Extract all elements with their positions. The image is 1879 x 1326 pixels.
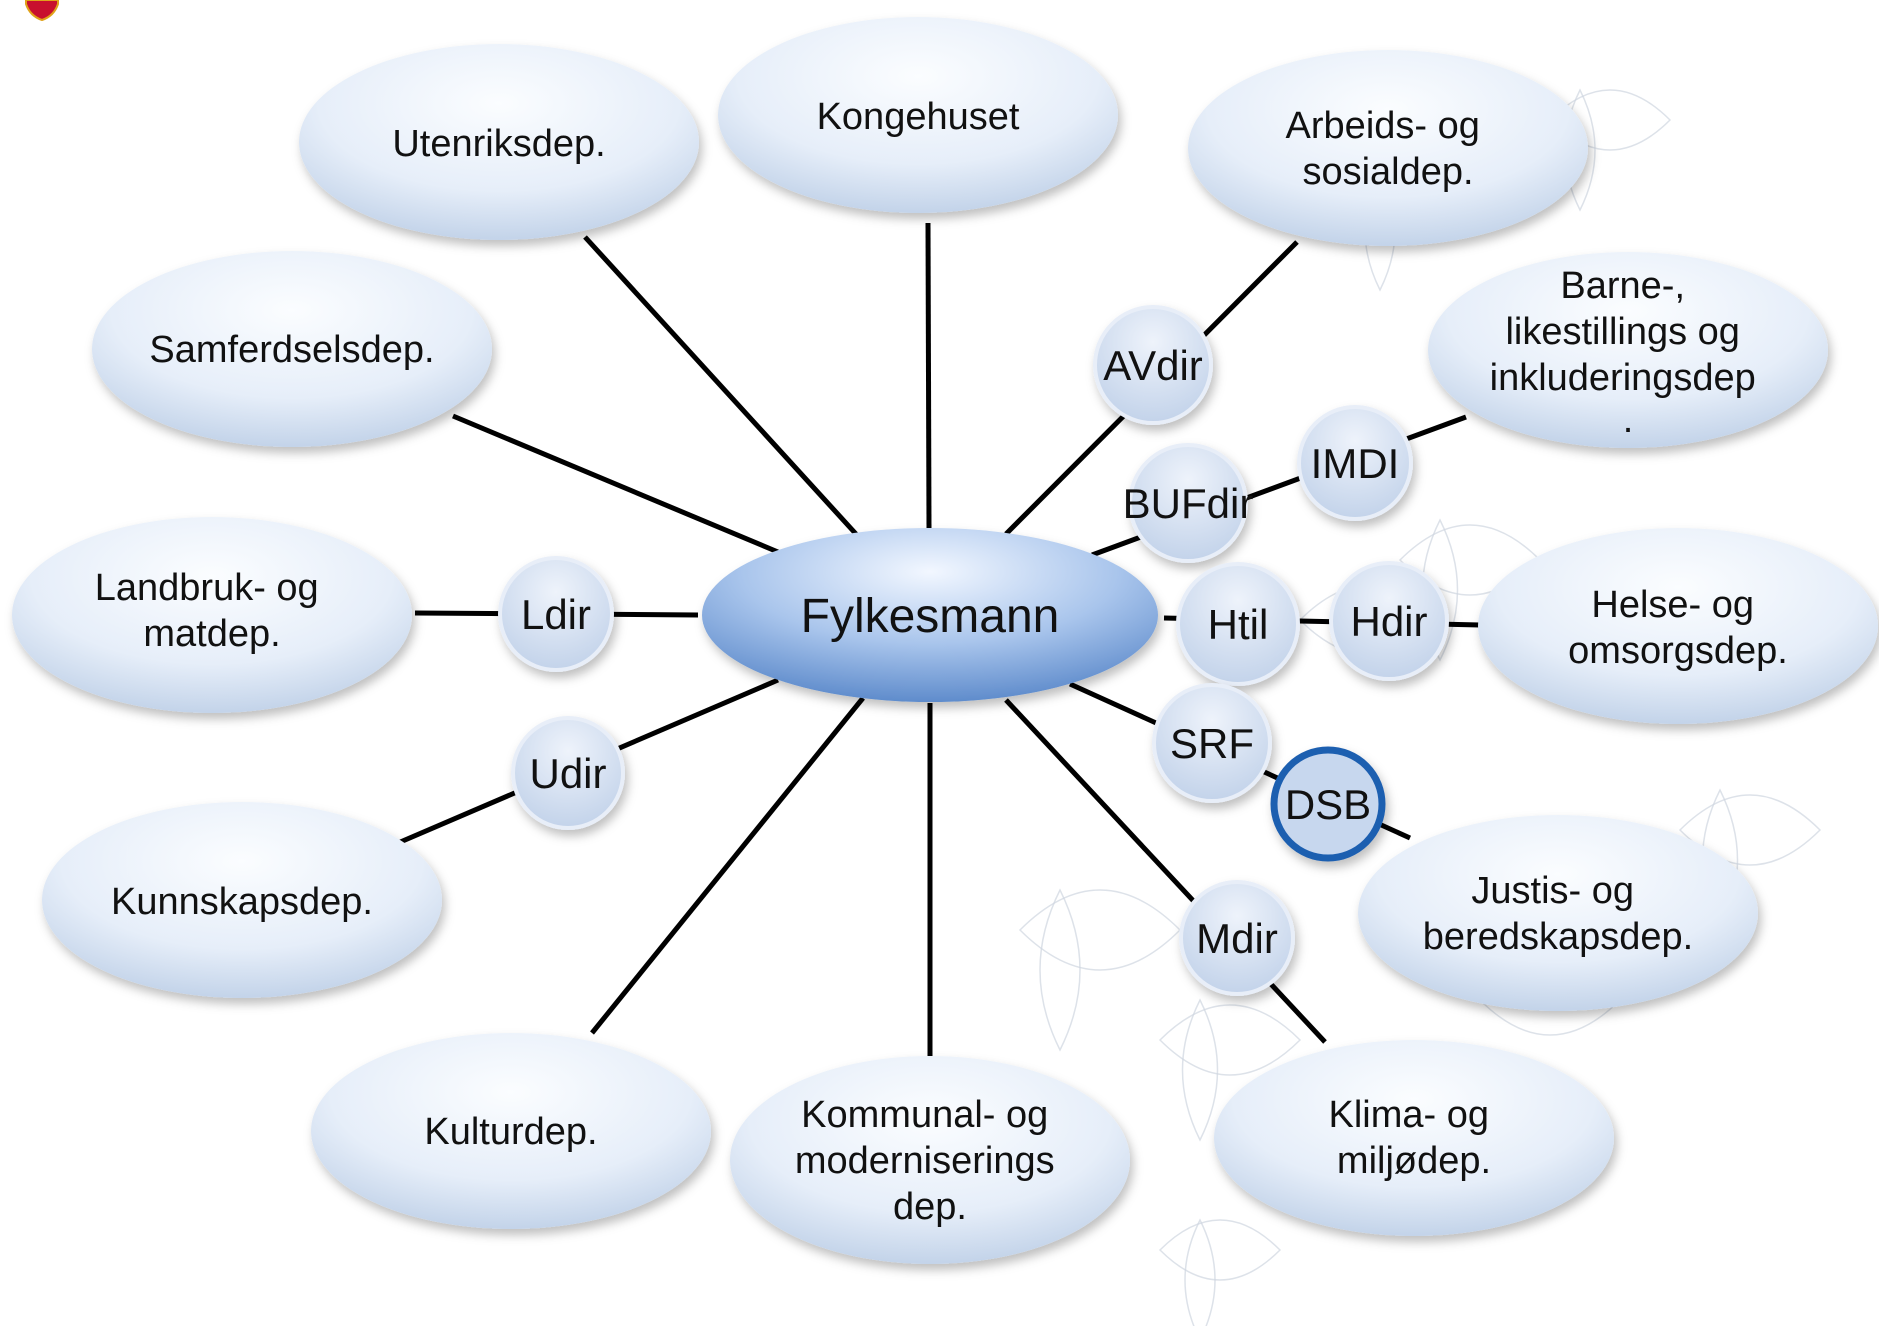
directorate-label: BUFdir xyxy=(1123,480,1254,527)
department-ellipse-helse-og-omsorgsdep[interactable]: Helse- og omsorgsdep. xyxy=(1478,528,1878,724)
directorate-node-avdir[interactable]: AVdir xyxy=(1093,305,1213,425)
svg-text:Justis- og beredskapsdep: Justis- og beredskapsdep. xyxy=(1423,870,1693,958)
department-ellipse-barne-likestillings-og-inkluderingsdep[interactable]: Barne-, likestillings og inkluderingsdep… xyxy=(1428,252,1828,448)
department-label-line: Klima- og xyxy=(1328,1094,1489,1136)
department-label-line: Kommunal- og xyxy=(801,1094,1048,1136)
svg-text:Klima- og miljødep.: Klima- og miljødep. xyxy=(1328,1094,1499,1182)
department-label-line: omsorgsdep. xyxy=(1568,630,1788,672)
department-label-line: likestillings og xyxy=(1505,311,1739,353)
department-label-line: Utenriksdep. xyxy=(392,123,605,165)
svg-text:Kunnskapsdep.: Kunnskapsdep. xyxy=(111,881,373,923)
directorate-label: DSB xyxy=(1285,781,1371,828)
department-label-line: Kunnskapsdep. xyxy=(111,881,373,923)
svg-text:Kongehuset: Kongehuset xyxy=(817,96,1020,138)
directorate-node-dsb[interactable]: DSB xyxy=(1270,746,1386,862)
directorate-node-bufdir[interactable]: BUFdir xyxy=(1123,443,1254,563)
svg-text:Landbruk- og matdep.: Landbruk- og matdep. xyxy=(95,567,330,655)
logo-icon xyxy=(25,0,59,22)
svg-text:Barne-, likestillings og: Barne-, likestillings og inkluderingsdep… xyxy=(1490,265,1767,441)
department-ellipse-kommunal-og-moderniseringsdep[interactable]: Kommunal- og moderniserings dep. xyxy=(730,1056,1130,1264)
department-label-line: matdep. xyxy=(143,613,280,655)
department-label-line: sosialdep. xyxy=(1302,151,1473,193)
directorate-label: Hdir xyxy=(1350,598,1427,645)
department-label-line: Landbruk- og xyxy=(95,567,319,609)
directorate-node-hdir[interactable]: Hdir xyxy=(1329,561,1449,681)
department-label-line: beredskapsdep. xyxy=(1423,916,1693,958)
department-ellipse-kongehuset[interactable]: Kongehuset xyxy=(718,17,1118,213)
department-ellipse-kunnskapsdep[interactable]: Kunnskapsdep. xyxy=(42,802,442,998)
svg-text:Arbeids- og sosialdep.: Arbeids- og sosialdep. xyxy=(1286,105,1491,193)
directorate-label: IMDI xyxy=(1311,440,1400,487)
svg-text:Samferdselsdep.: Samferdselsdep. xyxy=(149,329,434,371)
svg-text:Helse- og omsorgsdep.: Helse- og omsorgsdep. xyxy=(1568,584,1788,672)
department-label-line: Kongehuset xyxy=(817,96,1020,138)
directorate-node-udir[interactable]: Udir xyxy=(511,716,625,830)
directorate-node-mdir[interactable]: Mdir xyxy=(1179,880,1295,996)
department-label-line: Barne-, xyxy=(1560,265,1685,307)
directorate-label: Ldir xyxy=(521,591,591,638)
svg-text:Kommunal- og moderniseri: Kommunal- og moderniserings dep. xyxy=(795,1094,1065,1228)
svg-text:Utenriksdep.: Utenriksdep. xyxy=(392,123,605,165)
department-ellipse-utenriksdep[interactable]: Utenriksdep. xyxy=(299,44,699,240)
department-ellipse-landbruk-og-matdep[interactable]: Landbruk- og matdep. xyxy=(12,517,412,713)
department-label-line: Arbeids- og xyxy=(1286,105,1480,147)
department-label-line: . xyxy=(1623,399,1634,441)
department-ellipse-samferdselsdep[interactable]: Samferdselsdep. xyxy=(92,251,492,447)
department-label-line: Samferdselsdep. xyxy=(149,329,434,371)
directorate-label: SRF xyxy=(1170,720,1254,767)
department-label-line: inkluderingsdep xyxy=(1490,357,1756,399)
department-label-line: Kulturdep. xyxy=(424,1111,597,1153)
center-node-fylkesmann[interactable]: Fylkesmann xyxy=(702,528,1158,702)
center-label: Fylkesmann xyxy=(801,590,1060,643)
department-label-line: miljødep. xyxy=(1337,1140,1491,1182)
directorate-label: Udir xyxy=(529,750,606,797)
department-ellipse-kulturdep[interactable]: Kulturdep. xyxy=(311,1033,711,1229)
department-label-line: moderniserings xyxy=(795,1140,1055,1182)
svg-text:Kulturdep.: Kulturdep. xyxy=(424,1111,597,1153)
directorate-node-imdi[interactable]: IMDI xyxy=(1297,405,1413,521)
department-label-line: dep. xyxy=(893,1186,967,1228)
directorate-label: Htil xyxy=(1208,601,1269,648)
department-ellipse-arbeids-og-sosialdep[interactable]: Arbeids- og sosialdep. xyxy=(1188,50,1588,246)
department-label-line: Justis- og xyxy=(1471,870,1634,912)
directorate-label: AVdir xyxy=(1103,342,1203,389)
directorate-node-srf[interactable]: SRF xyxy=(1152,683,1272,803)
department-label-line: Helse- og xyxy=(1591,584,1754,626)
department-ellipse-klima-og-miljodep[interactable]: Klima- og miljødep. xyxy=(1214,1040,1614,1236)
directorate-label: Mdir xyxy=(1196,915,1278,962)
directorate-node-htil[interactable]: Htil xyxy=(1176,562,1300,686)
directorate-node-ldir[interactable]: Ldir xyxy=(498,556,614,672)
department-ellipse-justis-og-beredskapsdep[interactable]: Justis- og beredskapsdep. xyxy=(1358,815,1758,1011)
